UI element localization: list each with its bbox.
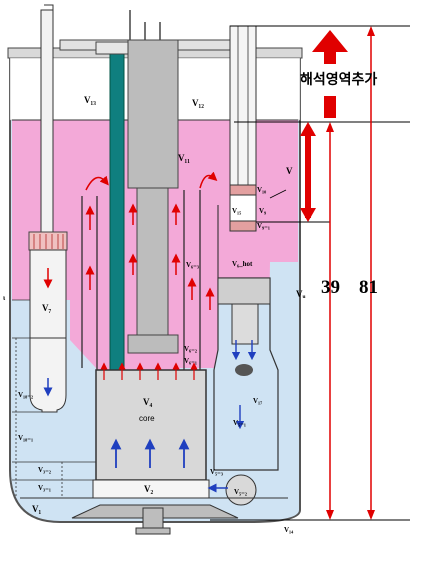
control-rod-drive	[109, 43, 125, 375]
label-v6-2: V₆₋₂	[184, 345, 197, 353]
left-hx-vessel	[29, 249, 67, 413]
left-hx-header	[28, 231, 68, 251]
label-v12: V₁₂	[192, 98, 204, 108]
label-small-mark: ι	[3, 294, 6, 302]
label-v5-3: V₅₋₃	[210, 468, 223, 476]
label-v14: V₁₄	[284, 526, 294, 534]
label-v10: V₁₀	[257, 186, 266, 194]
label-v5-1: V₅₋₁	[233, 419, 246, 427]
dim-arrow-81-head-top	[367, 26, 375, 36]
left-tube-top-bend	[41, 4, 54, 11]
core-support-foot	[135, 527, 171, 535]
label-v7: V₇	[42, 303, 51, 313]
pump-impeller	[235, 364, 253, 376]
label-v6-hot: V₆_hot	[232, 260, 253, 268]
label-v18-1: V₁₈₋₁	[18, 434, 33, 442]
right-hx-box	[229, 194, 257, 222]
dim-arrow-81-head-bottom	[367, 510, 375, 520]
label-v13: V₁₃	[84, 95, 96, 105]
label-v1: V₁	[32, 504, 41, 514]
dim-arrow-39-head-bottom	[326, 510, 334, 520]
pump-top-box	[217, 277, 271, 305]
label-core: core	[139, 414, 155, 423]
label-v6-3: V₆₋₃	[186, 261, 199, 269]
label-v6-1: V₆₋₁	[184, 357, 197, 365]
label-v3-2: V₃₋₂	[38, 466, 51, 474]
pump-shaft	[231, 303, 259, 345]
label-v9-1: V₉₋₁	[257, 222, 270, 230]
column-base-block	[127, 334, 179, 354]
label-v2: V₂	[144, 484, 153, 494]
label-vu: Vᵤ	[296, 289, 305, 299]
label-v11: V₁₁	[178, 153, 190, 163]
v16-pointer	[269, 189, 287, 199]
core-region	[95, 369, 207, 481]
core-support-pedestal	[142, 507, 164, 531]
flow-arrow-red-curve-right	[199, 171, 218, 189]
dim-arrow-39-head-top	[326, 122, 334, 132]
right-hx-bottom-band	[229, 220, 257, 232]
label-v17: V₁₇	[253, 397, 262, 405]
label-v15: V₁₅	[232, 207, 241, 215]
height-label-39: 39	[321, 277, 340, 298]
label-v16: V	[286, 166, 293, 176]
left-tube-pipe	[40, 9, 54, 241]
korean-annotation: 해석영역추가	[300, 71, 377, 88]
flow-arrow-red-curve-left	[85, 175, 109, 191]
right-tube-pipe	[229, 25, 257, 187]
dim-arrow-short-head-bottom	[300, 208, 316, 222]
dim-arrow-short-head-top	[300, 122, 316, 136]
label-v5-2: V₅₋₂	[234, 488, 247, 496]
label-v3-1: V₃₋₁	[38, 484, 51, 492]
upper-internal-structure	[127, 39, 179, 189]
added-region-arrow	[312, 30, 348, 64]
label-v18-2: V₁₈₋₂	[18, 391, 33, 399]
added-region-arrow-tail	[324, 96, 336, 118]
column-shaft	[136, 187, 169, 337]
label-v4: V₄	[143, 397, 152, 407]
right-hx-top-band	[229, 184, 257, 196]
height-label-81: 81	[359, 277, 378, 298]
label-v9: V₉	[259, 207, 266, 215]
